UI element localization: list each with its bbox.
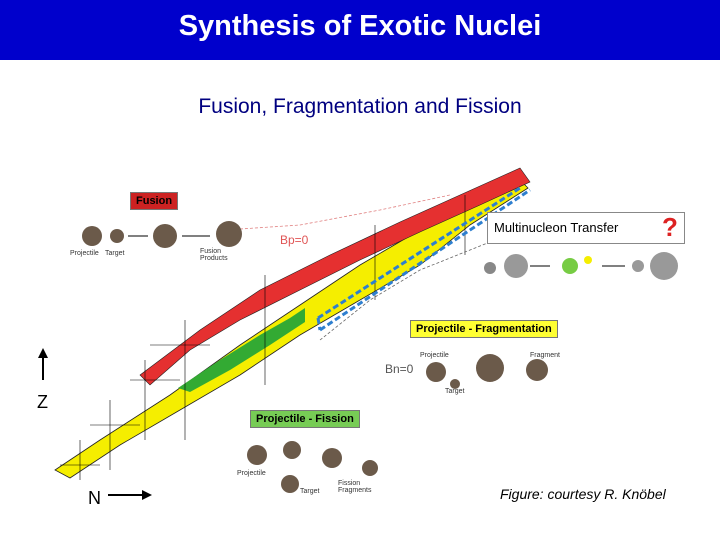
question-mark: ? [662, 212, 678, 242]
multinucleon-transfer-label: Multinucleon Transfer [494, 220, 619, 235]
transfer-arrow-lower-left [316, 317, 322, 331]
bp-line [224, 194, 451, 231]
fission-fragments-text: Fission Fragments [338, 480, 372, 494]
bn-line [319, 229, 521, 341]
frag-target-text: Target [445, 388, 465, 395]
chart-grid [60, 195, 466, 480]
fusion-inset [82, 221, 242, 248]
page-subtitle: Fusion, Fragmentation and Fission [198, 95, 522, 118]
page-title: Synthesis of Exotic Nuclei [178, 10, 542, 42]
fragmentation-inset [426, 354, 548, 389]
bp-label: Bp=0 [280, 233, 309, 247]
n-axis-arrow [108, 490, 152, 500]
fusion-label: Fusion [130, 192, 179, 210]
fission-inset [247, 441, 378, 493]
axis-n-label: N [88, 488, 101, 508]
multinucleon-transfer-box: Multinucleon Transfer ? [487, 212, 685, 244]
z-axis-arrow [38, 348, 48, 380]
bn-label: Bn=0 [385, 362, 414, 376]
transfer-arrow-upper [317, 186, 521, 320]
title-bar [0, 0, 720, 60]
fission-region [178, 308, 305, 392]
fusion-target-text: Target [105, 250, 125, 257]
figure-credit: Figure: courtesy R. Knöbel [500, 486, 666, 502]
fission-target-text: Target [300, 488, 320, 495]
fission-label: Projectile - Fission [250, 410, 360, 428]
fusion-region [139, 167, 531, 386]
frag-fragment-text: Fragment [530, 352, 560, 359]
fusion-projectile-text: Projectile [70, 250, 99, 257]
fusion-products-text: Fusion Products [200, 248, 228, 262]
fragmentation-label: Projectile - Fragmentation [410, 320, 558, 338]
axis-z-label: Z [37, 392, 48, 412]
multinucleon-inset [484, 252, 678, 280]
frag-projectile-text: Projectile [420, 352, 449, 359]
fission-projectile-text: Projectile [237, 470, 266, 477]
